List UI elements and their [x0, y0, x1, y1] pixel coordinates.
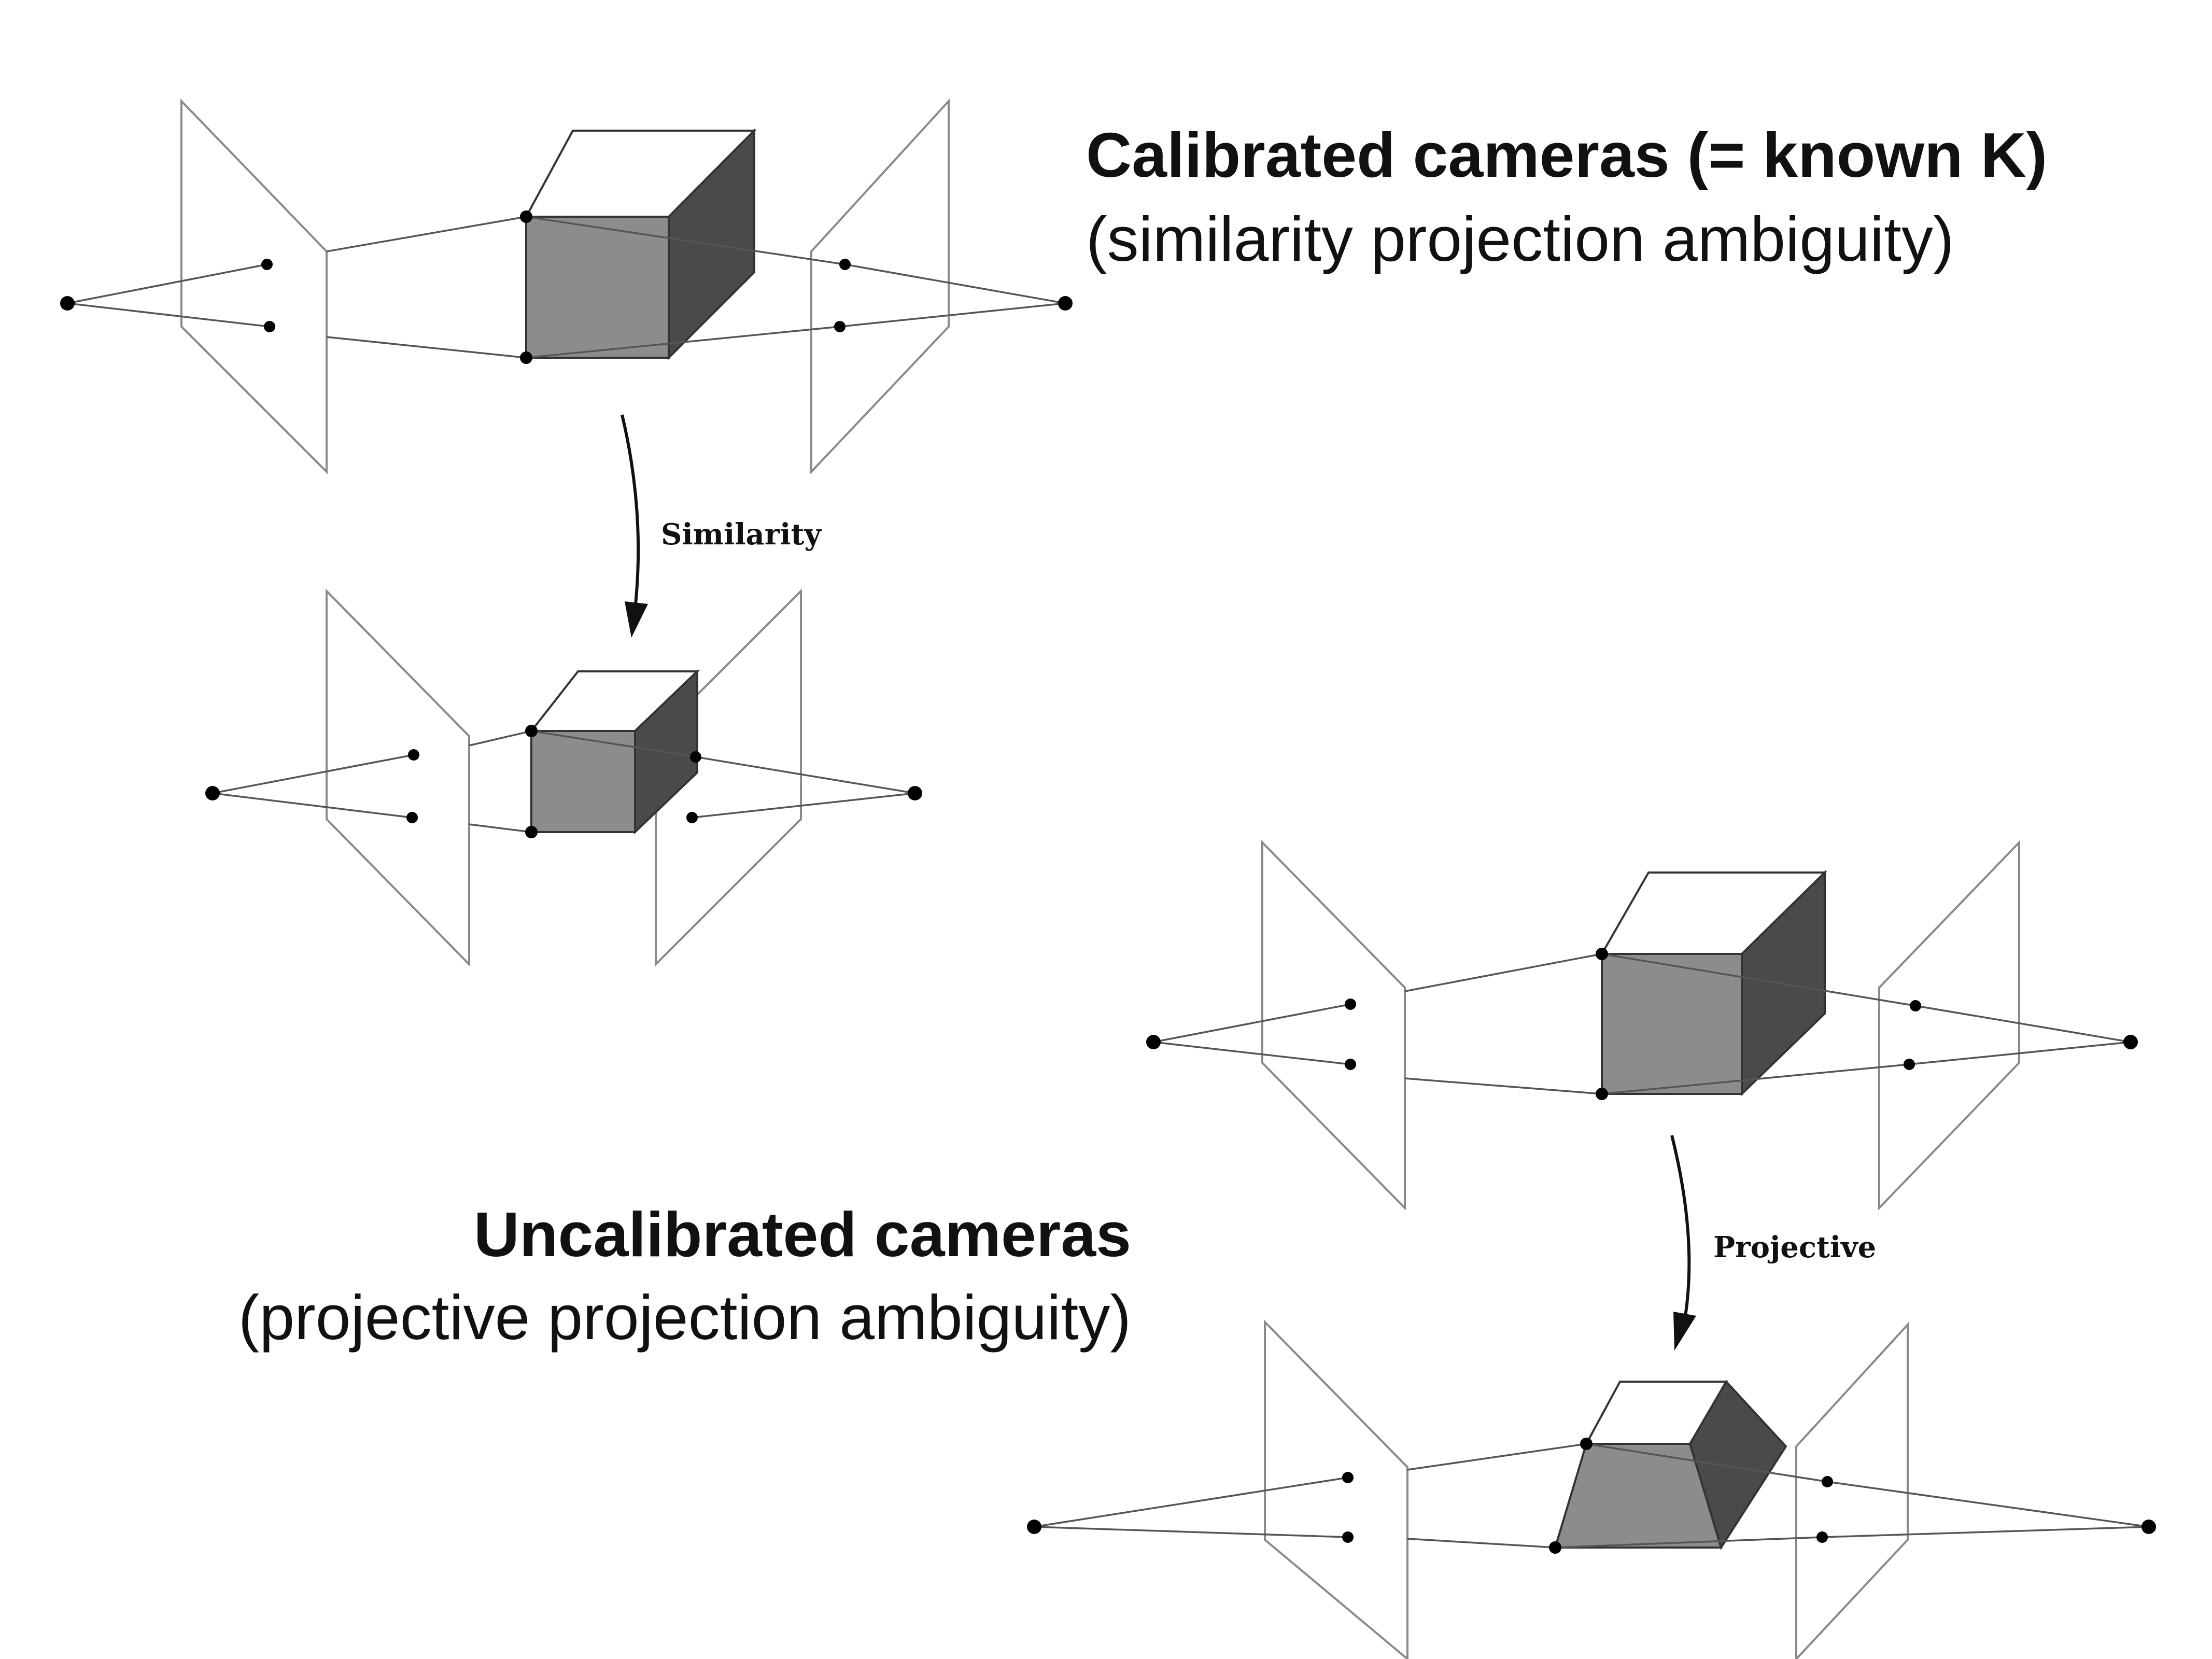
- points: [205, 725, 922, 838]
- right-camera-center: [2123, 1035, 2138, 1049]
- image-point: [1822, 1476, 1833, 1487]
- right-image-plane: [1795, 1321, 1909, 1659]
- cube: [524, 128, 757, 360]
- image-point: [1345, 1059, 1356, 1070]
- left-camera-center: [60, 296, 75, 311]
- left-camera-center: [1027, 1520, 1041, 1534]
- cube: [529, 669, 700, 835]
- points: [60, 210, 1073, 364]
- similarity-arrow: Similarity: [621, 414, 822, 638]
- similarity-label: Similarity: [661, 517, 822, 552]
- uncalibrated-subtitle: (projective projection ambiguity): [238, 1282, 1131, 1353]
- curved-arrow-icon: [1670, 1135, 1691, 1320]
- calibrated-reconstruction-setup: [205, 588, 922, 967]
- left-image-plane: [180, 99, 328, 474]
- image-point: [1342, 1531, 1354, 1543]
- image-point: [690, 751, 701, 763]
- left-image-plane: [1261, 840, 1406, 1211]
- right-image-plane: [1878, 840, 2020, 1211]
- image-point: [406, 812, 418, 823]
- left-camera-center: [1146, 1035, 1161, 1049]
- right-image-plane: [655, 588, 802, 967]
- cube-vertex: [1580, 1438, 1593, 1450]
- arrowhead-icon: [625, 601, 648, 638]
- projective-label: Projective: [1713, 1230, 1876, 1264]
- calibrated-original-setup: [60, 98, 1073, 475]
- projection-rays: [212, 730, 915, 833]
- projective-arrow: Projective: [1670, 1135, 1876, 1351]
- arrowhead-icon: [1673, 1312, 1696, 1351]
- cube-front-face: [530, 730, 636, 833]
- cube-front-face: [1601, 953, 1743, 1095]
- projection-rays: [1034, 1443, 2149, 1549]
- image-point: [1904, 1059, 1915, 1070]
- image-point: [264, 321, 275, 332]
- image-point: [686, 812, 698, 823]
- projection-rays: [67, 216, 1066, 359]
- right-camera-center: [2141, 1520, 2156, 1534]
- points: [1027, 1438, 2156, 1554]
- cube-vertex: [1596, 948, 1608, 960]
- image-point: [1910, 1000, 1921, 1011]
- uncalibrated-title: Uncalibrated cameras: [473, 1199, 1131, 1270]
- right-camera-center: [908, 786, 922, 800]
- cube-vertex: [525, 826, 538, 838]
- left-image-plane: [1264, 1319, 1408, 1659]
- cube-vertex: [1549, 1541, 1561, 1554]
- left-camera-center: [205, 786, 220, 800]
- right-image-plane: [810, 98, 950, 475]
- left-image-plane: [326, 588, 470, 967]
- projection-rays: [1153, 953, 2131, 1095]
- right-camera-center: [1058, 296, 1073, 311]
- cube-vertex: [520, 210, 532, 223]
- image-point: [1342, 1472, 1354, 1483]
- uncalibrated-reconstruction-setup: [1027, 1319, 2156, 1659]
- calibrated-title: Calibrated cameras (= known K): [1086, 120, 2048, 190]
- image-point: [408, 749, 419, 761]
- cube-vertex: [1596, 1088, 1608, 1100]
- points: [1146, 948, 2138, 1100]
- distorted-cube: [1554, 1380, 1787, 1550]
- image-point: [1345, 999, 1356, 1010]
- curved-arrow-icon: [621, 414, 640, 610]
- calibrated-subtitle: (similarity projection ambiguity): [1086, 204, 1954, 274]
- image-point: [839, 259, 851, 270]
- cube-vertex: [525, 725, 538, 737]
- image-point: [1816, 1531, 1828, 1543]
- cube-front-face: [1554, 1443, 1723, 1549]
- uncalibrated-original-setup: [1146, 840, 2138, 1211]
- cube-vertex: [520, 352, 532, 364]
- cube-front-face: [525, 216, 670, 359]
- image-point: [834, 321, 846, 332]
- image-point: [261, 259, 273, 270]
- cube: [1600, 870, 1827, 1096]
